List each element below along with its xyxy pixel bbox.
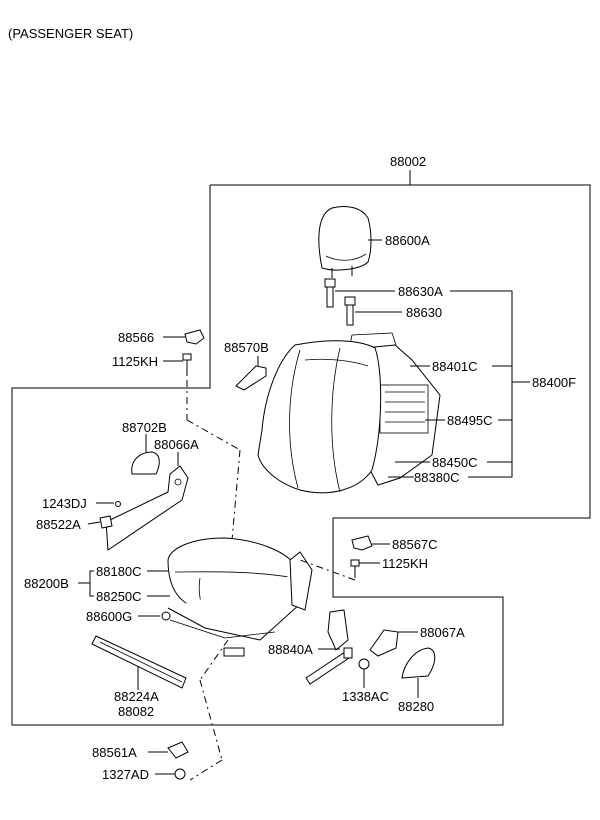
seatback-assembly-box (11, 184, 591, 726)
label-88002: 88002 (390, 154, 426, 169)
label-88630: 88630 (406, 305, 442, 320)
clip-88561A (167, 741, 189, 759)
label-88495C: 88495C (447, 413, 493, 428)
label-88450C: 88450C (432, 455, 478, 470)
label-88400F: 88400F (532, 375, 576, 390)
label-88840A: 88840A (268, 642, 313, 657)
clip-88567C (351, 535, 373, 551)
cover-88280 (401, 647, 436, 679)
pad-88522A (99, 515, 113, 529)
label-1327AD: 1327AD (102, 767, 149, 782)
label-1125KH-mid: 1125KH (382, 556, 428, 571)
rail-cover-88224A (91, 635, 187, 689)
headrest-part (318, 205, 372, 278)
label-88600G: 88600G (86, 609, 132, 624)
bracket-88400F (450, 290, 513, 478)
label-88630A: 88630A (398, 284, 443, 299)
label-88570B: 88570B (224, 340, 269, 355)
label-88561A: 88561A (92, 745, 137, 760)
label-88567C: 88567C (392, 537, 438, 552)
label-88180C: 88180C (96, 564, 142, 579)
nut-1327AD (174, 768, 186, 780)
screw-1125KH-top (182, 353, 192, 376)
seat-frame (167, 551, 313, 657)
cover-88067A (369, 629, 399, 657)
headrest-guide-88630 (344, 296, 356, 326)
nut-1338AC (358, 658, 370, 670)
label-1125KH-top: 1125KH (112, 354, 158, 369)
label-88702B: 88702B (122, 420, 167, 435)
label-88066A: 88066A (154, 437, 199, 452)
label-88401C: 88401C (432, 359, 478, 374)
seatback-cushion (257, 340, 382, 494)
label-88250C: 88250C (96, 589, 142, 604)
handle-88840A (305, 609, 353, 685)
shield-88066A (105, 465, 189, 551)
label-88067A: 88067A (420, 625, 465, 640)
headrest-guide-88630A (324, 278, 336, 308)
label-88600A: 88600A (385, 233, 430, 248)
label-88200B: 88200B (24, 576, 69, 591)
bolt-88600G (161, 611, 171, 621)
screw-1125KH-mid (350, 559, 360, 578)
label-88224A: 88224A (114, 689, 159, 704)
label-1243DJ: 1243DJ (42, 496, 87, 511)
label-88280: 88280 (398, 699, 434, 714)
label-88082: 88082 (118, 704, 154, 719)
diagram-title: (PASSENGER SEAT) (8, 26, 133, 41)
label-1338AC: 1338AC (342, 689, 389, 704)
label-88522A: 88522A (36, 517, 81, 532)
screw-1243DJ (115, 501, 121, 507)
lever-88570B (235, 365, 267, 391)
label-88566: 88566 (118, 330, 154, 345)
label-88380C: 88380C (414, 470, 460, 485)
cover-88702B (131, 451, 160, 475)
clip-88566 (184, 329, 205, 345)
